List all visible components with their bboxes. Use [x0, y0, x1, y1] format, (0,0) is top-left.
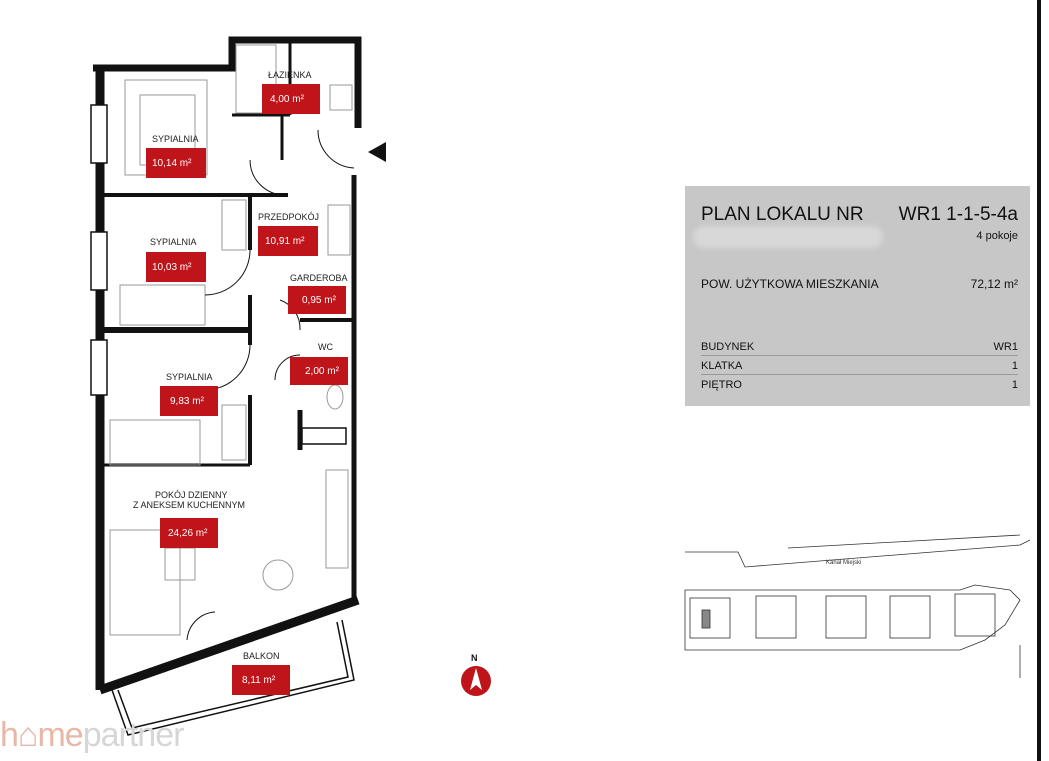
room-label-sypialnia-2: SYPIALNIA [150, 237, 197, 247]
right-border [1037, 0, 1041, 761]
logo-part1: h [0, 716, 19, 754]
balcony-outline [111, 619, 355, 736]
street-label: Kanał Miejski [826, 560, 861, 566]
area-sypialnia-3: 9,83 m² [170, 396, 205, 407]
area-sypialnia-2: 10,03 m² [152, 262, 192, 273]
area-value: 72,12 m² [970, 277, 1018, 291]
room-label-przedpokoj: PRZEDPOKÓJ [258, 212, 319, 222]
compass-icon: N [461, 653, 491, 696]
area-label: POW. UŻYTKOWA MIESZKANIA [701, 277, 879, 291]
room-label-sypialnia-3: SYPIALNIA [166, 372, 213, 382]
unit-info-panel: PLAN LOKALU NR WR1 1-1-5-4a 4 pokoje POW… [685, 186, 1030, 406]
entrance-arrow-icon [368, 142, 386, 162]
room-label-garderoba: GARDEROBA [290, 273, 348, 283]
info-row-value: 1 [1011, 360, 1018, 372]
room-labels: ŁAZIENKA SYPIALNIA PRZEDPOKÓJ SYPIALNIA … [133, 70, 348, 661]
info-row-value: 1 [1011, 379, 1018, 391]
info-row-budynek: BUDYNEK WR1 [701, 339, 1018, 356]
info-row-label: BUDYNEK [701, 341, 755, 353]
room-label-balkon: BALKON [243, 651, 280, 661]
area-boxes: 4,00 m² 10,14 m² 10,91 m² 10,03 m² 0,95 … [146, 84, 348, 695]
room-label-pokoj-dzienny: POKÓJ DZIENNY [155, 490, 228, 500]
furniture [109, 44, 353, 636]
room-label-pokoj-dzienny-2: Z ANEKSEM KUCHENNYM [133, 500, 245, 510]
blurred-region [693, 226, 883, 248]
area-wc: 2,00 m² [305, 366, 340, 377]
info-row-value: WR1 [993, 341, 1018, 353]
unit-code: WR1 1-1-5-4a [898, 204, 1018, 225]
plan-title: PLAN LOKALU NR [701, 204, 864, 225]
compass-letter: N [471, 653, 478, 663]
logo-part2: me [37, 716, 83, 754]
room-label-lazienka: ŁAZIENKA [268, 70, 312, 80]
rooms-count: 4 pokoje [976, 230, 1018, 242]
logo-part3: partner [82, 716, 185, 754]
room-label-sypialnia-1: SYPIALNIA [152, 134, 199, 144]
area-sypialnia-1: 10,14 m² [152, 158, 192, 169]
area-garderoba: 0,95 m² [302, 295, 337, 306]
area-balkon: 8,11 m² [242, 675, 276, 686]
area-lazienka: 4,00 m² [270, 94, 305, 105]
room-label-wc: WC [318, 342, 333, 352]
home-icon: ⌂ [17, 716, 39, 754]
area-przedpokoj: 10,91 m² [265, 236, 305, 247]
homepartner-logo: h⌂mepartner [0, 716, 185, 755]
info-row-label: PIĘTRO [701, 379, 742, 391]
site-map: Kanał Miejski [684, 534, 1031, 678]
info-row-klatka: KLATKA 1 [701, 358, 1018, 375]
area-pokoj-dzienny: 24,26 m² [168, 528, 208, 539]
info-row-label: KLATKA [701, 360, 743, 372]
windows [90, 104, 347, 445]
info-row-pietro: PIĘTRO 1 [701, 377, 1018, 393]
